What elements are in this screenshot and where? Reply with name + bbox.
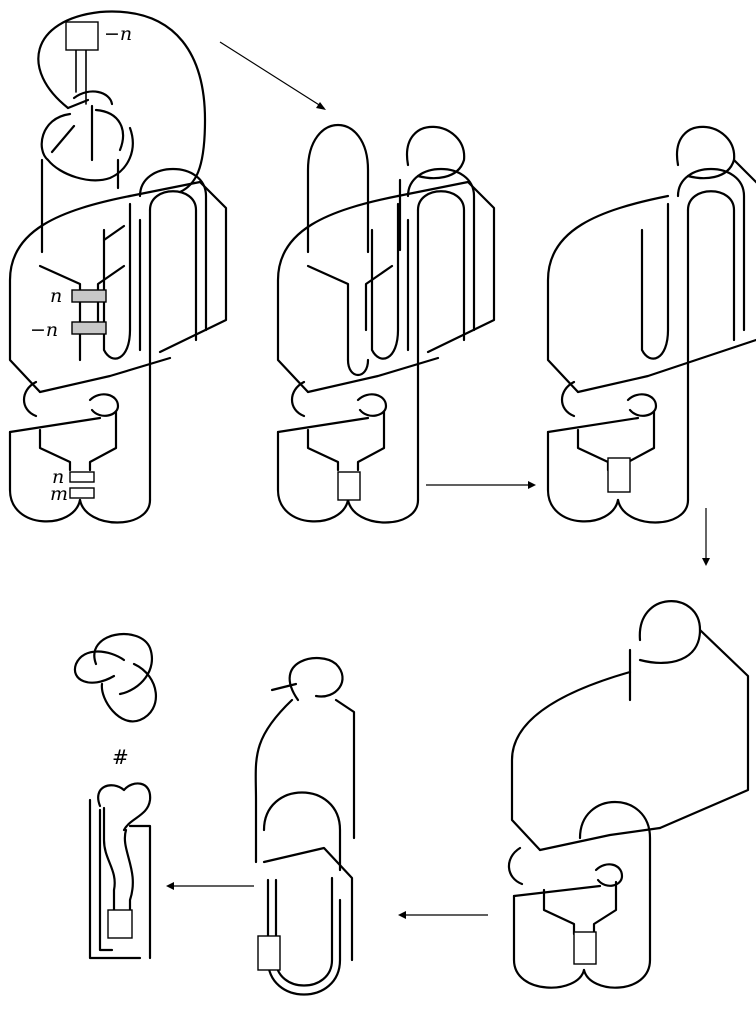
trefoil-knot <box>73 633 157 723</box>
label-twist-minus-n: −n <box>30 319 58 341</box>
twist-box <box>573 931 597 965</box>
twist-box <box>337 471 361 501</box>
twist-box <box>257 935 281 971</box>
twist-box <box>607 457 631 493</box>
arrow-5-to-6 <box>166 882 254 890</box>
arrow-2-to-3 <box>426 481 536 489</box>
knot-panel-5 <box>254 656 356 996</box>
arrow-4-to-5 <box>398 911 488 919</box>
result-knot <box>88 782 152 960</box>
arrow-3-to-4 <box>702 508 710 566</box>
twist-box <box>107 909 133 939</box>
knot-panel-3 <box>546 125 756 524</box>
knot-panel-1: −n n −n n m <box>8 10 228 524</box>
knot-panel-6: # <box>73 633 157 960</box>
knot-panel-4 <box>507 600 750 989</box>
twist-box-minus-n <box>71 321 107 335</box>
connected-sum-symbol: # <box>112 745 129 769</box>
label-twist-bottom-n: n <box>52 466 64 488</box>
twist-box-bottom-n <box>69 471 95 483</box>
knot-panel-2 <box>276 123 496 524</box>
label-top-twist: −n <box>104 23 132 45</box>
twist-box-top <box>65 21 99 51</box>
twist-box-bottom-m <box>69 487 95 499</box>
label-twist-bottom-m: m <box>50 483 68 505</box>
twist-box-n <box>71 289 107 303</box>
arrow-1-to-2 <box>219 41 326 110</box>
label-twist-n: n <box>50 285 62 307</box>
